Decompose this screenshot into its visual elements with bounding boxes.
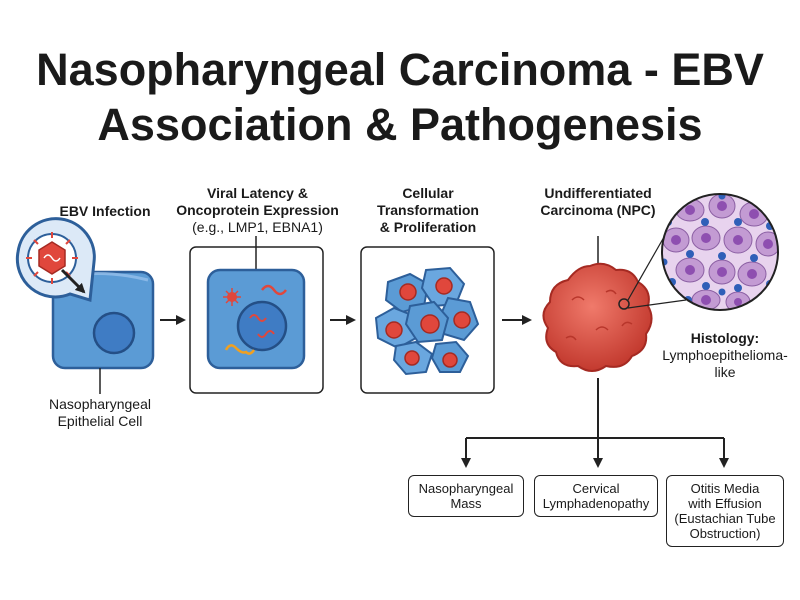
proliferating-nuclei <box>385 277 471 368</box>
outcome-cervical-lymphadenopathy: Cervical Lymphadenopathy <box>534 475 658 517</box>
outcome-3-line-2: with Effusion <box>688 496 762 511</box>
carcinoma-line-1: Undifferentiated <box>544 185 652 201</box>
carcinoma-line-2: Carcinoma (NPC) <box>540 202 656 218</box>
epithelial-label-line-2: Epithelial Cell <box>57 413 143 429</box>
histology-line-1: Lymphoepithelioma- <box>662 347 788 363</box>
ebv-infection-text: EBV Infection <box>59 203 151 219</box>
outcome-3-line-3: (Eustachian Tube <box>674 511 776 526</box>
outcome-connectors <box>461 378 729 468</box>
label-viral-latency: Viral Latency & Oncoprotein Expression (… <box>170 185 345 236</box>
label-transformation: Cellular Transformation & Proliferation <box>360 185 496 236</box>
outcome-otitis-media: Otitis Media with Effusion (Eustachian T… <box>666 475 784 547</box>
ebv-virus-icon <box>15 217 96 302</box>
latency-line-1: Viral Latency & <box>207 185 308 201</box>
epithelial-label-line-1: Nasopharyngeal <box>49 396 151 412</box>
zoom-line-bottom <box>627 299 687 309</box>
outcome-3-line-4: Obstruction) <box>689 526 761 541</box>
title-line-1: Nasopharyngeal Carcinoma - EBV <box>36 44 764 95</box>
outcome-3-line-1: Otitis Media <box>690 481 760 496</box>
transformation-line-1: Cellular <box>402 185 454 201</box>
latent-infected-cell <box>206 268 306 370</box>
histology-micrograph <box>661 193 779 311</box>
label-ebv-infection: EBV Infection <box>40 203 170 220</box>
histology-heading: Histology: <box>690 330 760 346</box>
outcome-2-line-2: Lymphadenopathy <box>542 496 650 511</box>
transformation-line-3: & Proliferation <box>379 219 477 235</box>
histology-line-2: like <box>714 364 736 380</box>
cell-nucleus <box>92 311 136 355</box>
zoom-line-top <box>627 229 669 301</box>
outcome-1-line-2: Mass <box>450 496 482 511</box>
title-line-2: Association & Pathogenesis <box>97 99 703 150</box>
label-carcinoma: Undifferentiated Carcinoma (NPC) <box>526 185 670 219</box>
label-epithelial-cell: Nasopharyngeal Epithelial Cell <box>25 396 175 430</box>
transformation-line-2: Transformation <box>377 202 479 218</box>
outcome-nasopharyngeal-mass: Nasopharyngeal Mass <box>408 475 524 517</box>
latency-line-2: Oncoprotein Expression <box>176 202 339 218</box>
label-histology: Histology: Lymphoepithelioma- like <box>652 330 798 381</box>
tumor-mass <box>542 262 653 372</box>
outcome-2-line-1: Cervical <box>572 481 620 496</box>
page-title: Nasopharyngeal Carcinoma - EBV Associati… <box>0 42 800 152</box>
latency-line-3: (e.g., LMP1, EBNA1) <box>192 219 323 235</box>
outcome-1-line-1: Nasopharyngeal <box>418 481 514 496</box>
histology-zoom-marker <box>618 298 630 310</box>
